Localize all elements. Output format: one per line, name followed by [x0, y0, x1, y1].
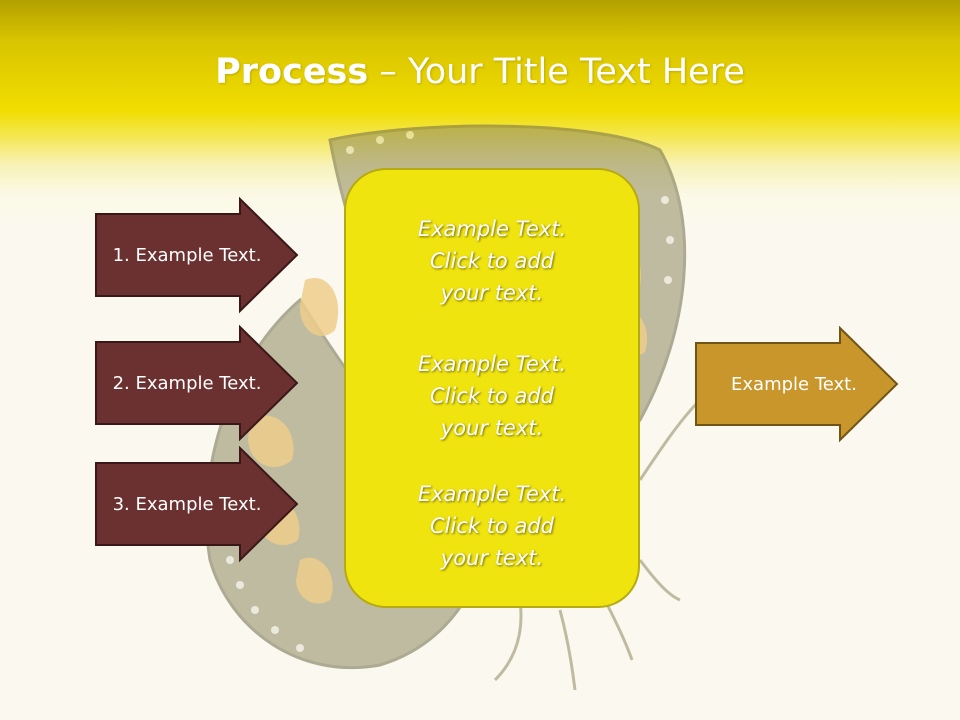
center-block-3-line-1: Example Text. [417, 482, 567, 506]
center-text-block-2: Example Text. Click to add your text. [344, 348, 640, 444]
right-arrow-label: Example Text. [731, 374, 857, 395]
title-rest-text: – Your Title Text Here [368, 52, 745, 92]
center-block-3-line-3: your text. [440, 546, 544, 570]
center-text-box [344, 168, 640, 608]
title-bold-text: Process [215, 52, 369, 92]
center-block-3-line-2: Click to add [429, 514, 554, 538]
center-block-1-line-3: your text. [440, 281, 544, 305]
left-arrow-1 [95, 197, 299, 314]
center-text-block-3: Example Text. Click to add your text. [344, 478, 640, 574]
left-arrow-3-label: 3. Example Text. [112, 494, 262, 515]
center-text-block-1: Example Text. Click to add your text. [344, 213, 640, 309]
center-block-1-line-2: Click to add [429, 249, 554, 273]
right-arrow [695, 326, 899, 443]
left-arrow-1-label: 1. Example Text. [112, 245, 262, 266]
center-block-1-line-1: Example Text. [417, 217, 567, 241]
slide-title: Process – Your Title Text Here [0, 52, 960, 92]
left-arrow-2 [95, 325, 299, 442]
center-block-2-line-2: Click to add [429, 384, 554, 408]
center-block-2-line-3: your text. [440, 416, 544, 440]
left-arrow-2-label: 2. Example Text. [112, 373, 262, 394]
left-arrow-3 [95, 446, 299, 563]
center-block-2-line-1: Example Text. [417, 352, 567, 376]
